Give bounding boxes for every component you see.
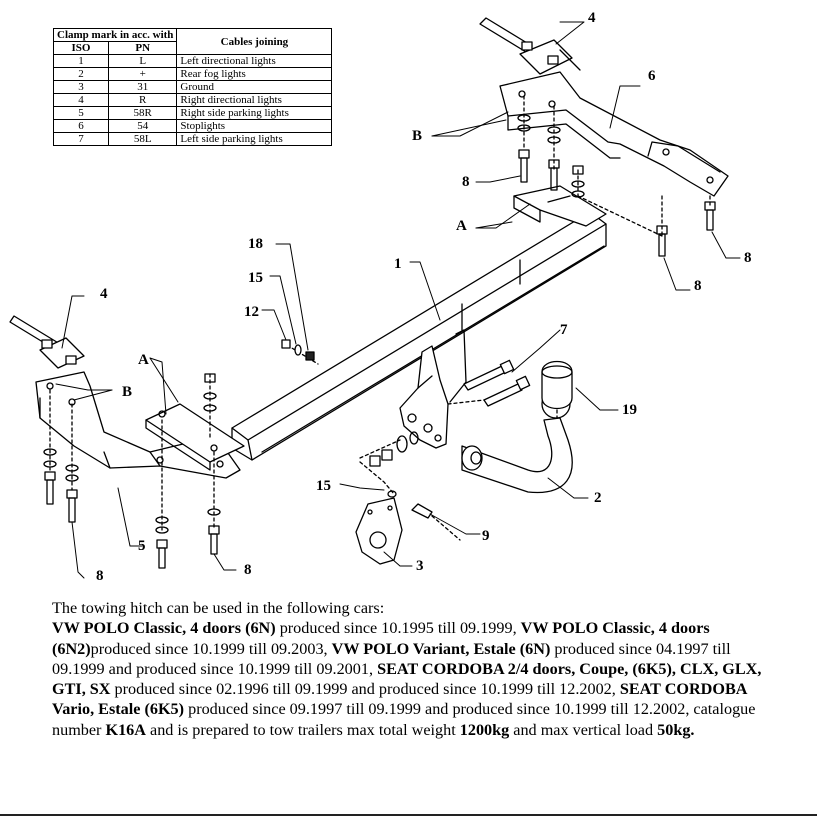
callout-8-bottom: 8 (244, 562, 252, 578)
nuts-washers-center (359, 431, 419, 498)
clamp-wiring-table: Clamp mark in acc. with Cables joining I… (52, 28, 333, 146)
callout-18: 18 (248, 236, 263, 252)
table-row: 7 58L Left side parking lights (53, 132, 333, 146)
callout-4-right: 4 (588, 10, 596, 26)
callout-15-top: 15 (248, 270, 263, 286)
center-ball-bracket (399, 329, 467, 449)
bracket-bolts (447, 359, 531, 407)
production-dates: produced since 04.1997 till 09.1999 and … (52, 639, 731, 678)
weight-text: and is prepared to tow trailers max tota… (145, 720, 460, 739)
callout-b-left: B (122, 384, 132, 400)
cell-cable: Left directional lights (176, 54, 333, 68)
cell-pn: 58L (107, 132, 178, 146)
nuts-washers-left (281, 339, 319, 365)
intro-sentence: The towing hitch can be used in the foll… (52, 599, 385, 617)
left-bolts-group (43, 373, 221, 569)
car-model-name: VW POLO Classic, 4 doors (6N) (52, 619, 276, 638)
left-top-clamp-plate (9, 315, 85, 369)
max-total-weight: 1200kg (459, 720, 510, 739)
callout-6: 6 (648, 68, 656, 84)
production-dates: produced since 10.1995 till 09.1999, (275, 619, 521, 638)
callout-5: 5 (138, 538, 146, 554)
callout-a-left: A (138, 352, 149, 368)
right-top-clamp-plate (479, 17, 581, 75)
callout-12: 12 (244, 304, 259, 320)
car-model-name: SEAT CORDOBA 2/4 doors, Coupe, (6K5), CL… (52, 659, 762, 699)
table-row: 4 R Right directional lights (53, 93, 333, 107)
left-side-bracket (35, 371, 241, 479)
callout-19: 19 (622, 402, 637, 418)
production-dates: produced since 09.1997 till 09.1999 and … (52, 700, 756, 739)
cell-pn: 58R (107, 106, 178, 120)
callout-8-bottom-left: 8 (96, 568, 104, 584)
table-row: 1 L Left directional lights (53, 54, 333, 68)
callout-a-right: A (456, 218, 467, 234)
car-model-name: SEAT CORDOBA Vario, Estale (6K5) (52, 680, 747, 719)
car-model-name: VW POLO Classic, 4 doors (6N2) (52, 619, 710, 658)
production-dates: produced since 02.1996 till 09.1999 and … (110, 680, 620, 699)
max-vertical-load: 50kg. (657, 720, 695, 739)
cell-cable: Ground (176, 80, 333, 94)
crossbeam-right-end (513, 185, 607, 227)
socket-plate-part (355, 497, 461, 565)
ball-cover-cap (541, 360, 573, 419)
table-row: 6 54 Stoplights (53, 119, 333, 133)
table-subheader-row: ISO PN (53, 41, 332, 55)
production-dates: produced since 10.1999 till 09.2003, (90, 639, 332, 658)
bottom-divider (0, 814, 817, 816)
callout-15-bottom: 15 (316, 478, 331, 494)
left-beam-plate (145, 403, 245, 471)
table-row: 5 58R Right side parking lights (53, 106, 333, 120)
callout-8-right: 8 (694, 278, 702, 294)
cell-cable: Right directional lights (176, 93, 333, 107)
right-side-bracket (499, 71, 729, 197)
towbar-exploded-diagram: 4 6 B 8 A 8 8 18 15 12 1 7 19 2 15 9 3 4… (9, 10, 752, 584)
catalogue-number: K16A (105, 720, 146, 739)
callout-2: 2 (594, 490, 602, 506)
callout-3: 3 (416, 558, 424, 574)
callout-1: 1 (394, 256, 402, 272)
leader-lines (55, 21, 741, 579)
callout-8-top: 8 (462, 174, 470, 190)
cell-cable: Right side parking lights (176, 106, 333, 120)
compatibility-description: The towing hitch can be used in the foll… (52, 598, 782, 740)
callout-b-right: B (412, 128, 422, 144)
callout-4-left: 4 (100, 286, 108, 302)
cell-cable: Left side parking lights (176, 132, 333, 146)
car-model-name: VW POLO Variant, Estale (6N) (331, 639, 551, 658)
right-bolts-group (517, 95, 716, 257)
callout-8-far-right: 8 (744, 250, 752, 266)
callout-7: 7 (560, 322, 568, 338)
callout-9: 9 (482, 528, 490, 544)
cell-cable: Stoplights (176, 119, 333, 133)
weight-text: and max vertical load (509, 720, 658, 739)
